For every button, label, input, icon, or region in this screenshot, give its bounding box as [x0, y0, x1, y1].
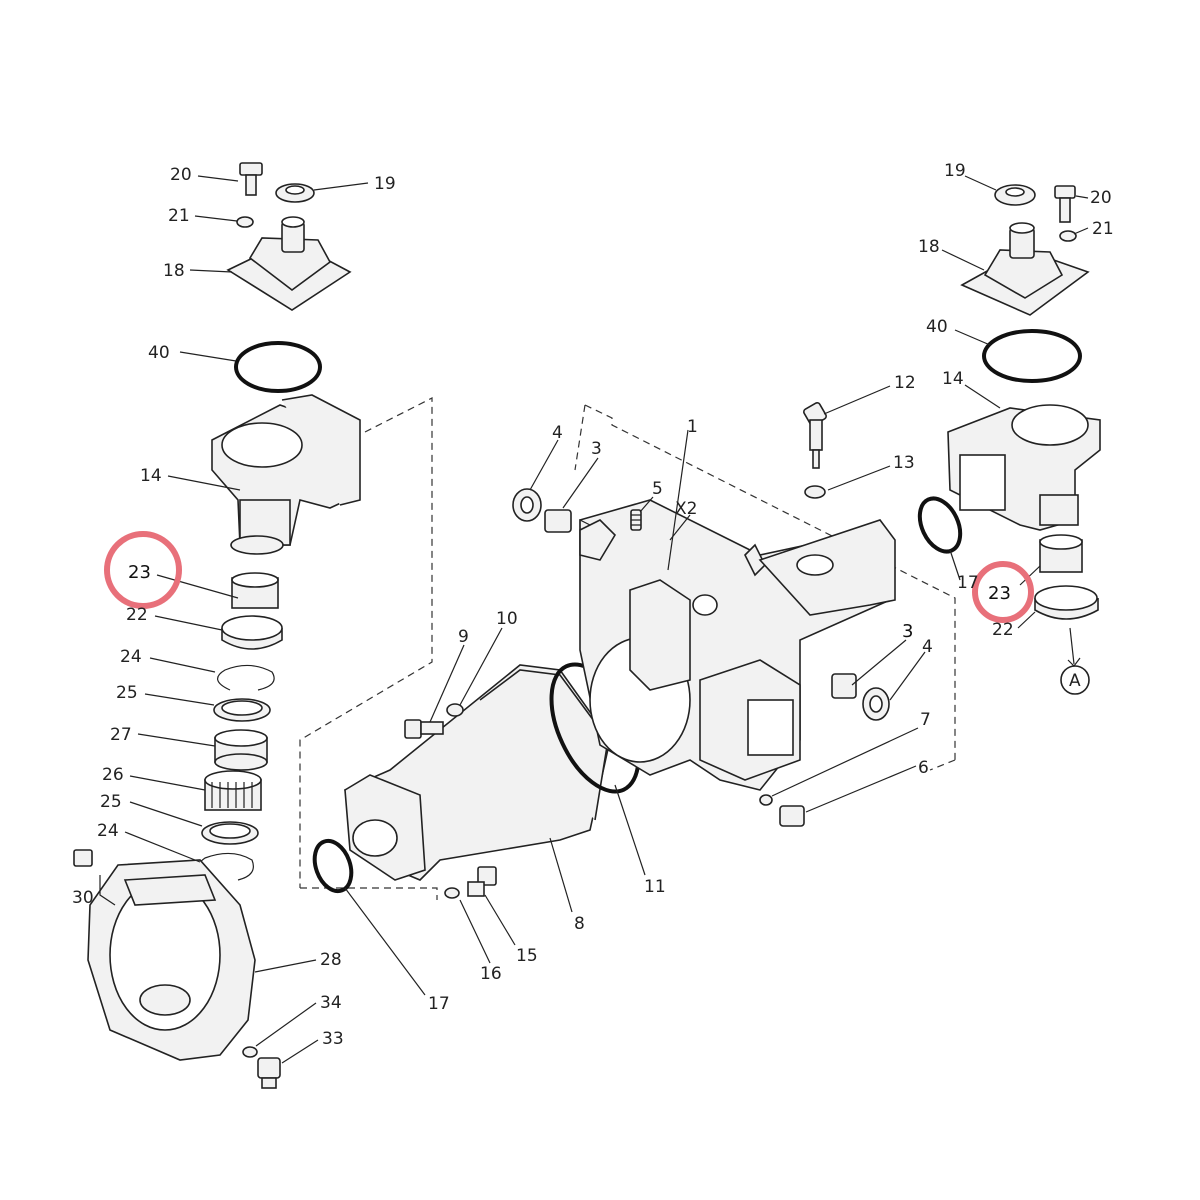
label-16: 16: [480, 964, 502, 984]
label-19-left: 19: [374, 174, 396, 194]
seal-19-right: [994, 184, 1036, 206]
leader-lines: [99, 175, 1089, 1064]
plug-5: [630, 509, 642, 531]
needle-bearing-26-left: [204, 770, 262, 811]
label-23-left: 23: [128, 562, 151, 583]
label-20-right: 20: [1090, 188, 1112, 208]
bolt-20-left: [239, 162, 263, 196]
label-24b-left: 24: [97, 821, 119, 841]
label-15: 15: [516, 946, 538, 966]
oring-40-left: [234, 341, 322, 393]
highlight-circle-right: [972, 561, 1034, 623]
bushing-27-left: [214, 729, 268, 771]
label-21-right: 21: [1092, 219, 1114, 239]
washer-13: [804, 485, 826, 499]
label-18-left: 18: [163, 261, 185, 281]
label-a-reference: A: [1069, 671, 1081, 691]
dipstick-12: [803, 402, 827, 469]
label-11: 11: [644, 877, 666, 897]
washer-25-left: [213, 698, 271, 722]
label-20-left: 20: [170, 165, 192, 185]
label-25-left: 25: [116, 683, 138, 703]
label-23-right: 23: [988, 583, 1011, 604]
label-4-upper: 4: [552, 423, 563, 443]
label-6: 6: [918, 758, 929, 778]
assembly-outline-left: [299, 397, 438, 900]
label-7: 7: [920, 710, 931, 730]
ring-22-right: [1034, 585, 1099, 620]
snap-ring-24-left: [217, 664, 275, 691]
label-24-left: 24: [120, 647, 142, 667]
seal-19-left: [275, 183, 315, 203]
bolt-15: [467, 866, 497, 897]
label-34: 34: [320, 993, 342, 1013]
label-14-left: 14: [140, 466, 162, 486]
seal-4-lower: [862, 687, 890, 721]
bolt-20-right: [1054, 185, 1076, 223]
label-33: 33: [322, 1029, 344, 1049]
label-40-left: 40: [148, 343, 170, 363]
cap-18-left: [226, 216, 352, 311]
reference-a-circle: [1060, 665, 1090, 695]
housing-14-right: [947, 404, 1101, 531]
label-22-right: 22: [992, 620, 1014, 640]
washer-25b-left: [201, 821, 259, 845]
main-case-1: [579, 499, 896, 791]
washer-21-left: [236, 216, 254, 228]
housing-14-left: [211, 394, 361, 546]
bushing-3-lower: [831, 673, 857, 699]
label-25b-left: 25: [100, 792, 122, 812]
label-10: 10: [496, 609, 518, 629]
flange-8: [344, 664, 611, 881]
washer-10: [446, 703, 464, 717]
washer-16: [444, 887, 460, 899]
label-3-lower: 3: [902, 621, 913, 642]
seal-4-upper: [512, 488, 542, 522]
bearing-23-right: [1039, 534, 1083, 573]
label-5: 5: [652, 479, 663, 499]
oring-17-center: [312, 838, 354, 894]
bearing-23-left: [230, 535, 284, 609]
part-labels: 20 19 21 18 40 14 23 22 24 25 27 26 25 2…: [72, 161, 1114, 1049]
reference-a-arrow: [1067, 627, 1081, 667]
label-19-right: 19: [944, 161, 966, 181]
label-30: 30: [72, 888, 94, 908]
assembly-outline-center: [574, 404, 956, 771]
label-26: 26: [102, 765, 124, 785]
gear-case-28: [87, 859, 256, 1061]
label-4-lower: 4: [922, 637, 933, 657]
label-13: 13: [893, 453, 915, 473]
label-17-center: 17: [428, 994, 450, 1014]
bushing-3-upper: [544, 509, 572, 533]
label-18-right: 18: [918, 237, 940, 257]
bolt-33: [257, 1057, 281, 1089]
cap-18-right: [960, 222, 1090, 316]
oring-17-right: [917, 496, 963, 554]
label-22-left: 22: [126, 605, 148, 625]
oring-40-right: [982, 329, 1082, 383]
label-3-upper: 3: [591, 439, 602, 459]
label-28: 28: [320, 950, 342, 970]
label-27: 27: [110, 725, 132, 745]
label-x2: X2: [675, 499, 697, 519]
bolt-9: [404, 719, 444, 739]
washer-21-right: [1059, 230, 1077, 242]
label-14-right: 14: [942, 369, 964, 389]
label-21-left: 21: [168, 206, 190, 226]
label-17-right: 17: [957, 573, 979, 593]
highlight-circle-left: [104, 531, 182, 609]
washer-34: [242, 1046, 258, 1058]
label-40-right: 40: [926, 317, 948, 337]
ring-22-left: [221, 615, 283, 650]
label-8: 8: [574, 914, 585, 934]
label-9: 9: [458, 627, 469, 647]
label-1: 1: [687, 417, 698, 437]
plug-30: [73, 849, 93, 867]
bolt-6: [779, 805, 805, 827]
label-12: 12: [894, 373, 916, 393]
washer-7: [759, 794, 773, 806]
